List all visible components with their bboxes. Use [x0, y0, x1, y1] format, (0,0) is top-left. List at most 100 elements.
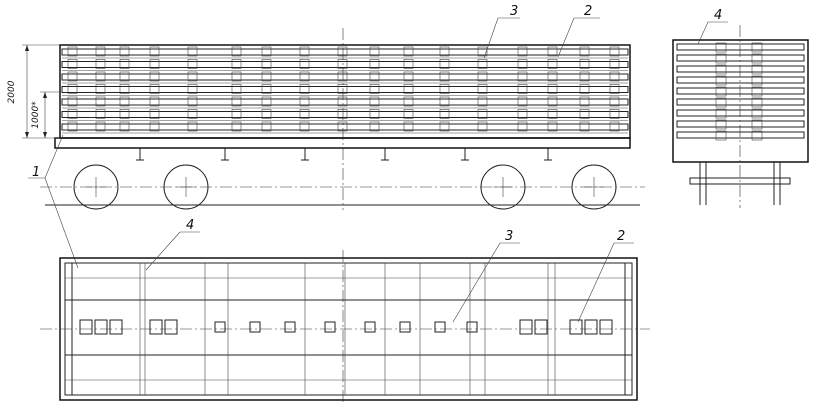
callout-2-plan: 2	[577, 229, 634, 323]
callout-3-side: 3	[483, 4, 520, 59]
spacer-block	[261, 59, 272, 69]
spacer-block	[403, 71, 414, 82]
end-tier	[676, 54, 805, 62]
spacer-block	[67, 96, 78, 107]
spacer-block	[337, 59, 348, 69]
spacer-block	[187, 59, 198, 69]
spacer-block	[609, 46, 620, 57]
cargo-stack	[59, 44, 631, 139]
plan-block-large	[164, 319, 178, 335]
spacer-block	[231, 46, 242, 57]
spacer-block	[609, 84, 620, 94]
dimension-lines	[22, 44, 60, 139]
spacer-block	[261, 46, 272, 57]
spacer-block	[517, 121, 528, 132]
spacer-block	[403, 84, 414, 94]
plan-grid	[65, 263, 632, 395]
end-view-tiers	[676, 42, 805, 141]
spacer-block	[67, 109, 78, 119]
spacer-block	[403, 46, 414, 57]
spacer-block	[95, 59, 106, 69]
plan-block-large	[94, 319, 108, 335]
plan-block-large	[109, 319, 123, 335]
cargo-tier	[61, 73, 629, 81]
plan-block-large	[599, 319, 613, 335]
spacer-block	[547, 71, 558, 82]
spacer-block	[119, 71, 130, 82]
spacer-block	[261, 71, 272, 82]
wheel	[480, 164, 526, 210]
spacer-block	[477, 46, 488, 57]
spacer-block	[579, 59, 590, 69]
deck-supports	[136, 148, 552, 161]
spacer-block	[119, 121, 130, 132]
spacer-block	[369, 71, 380, 82]
spacer-block	[95, 46, 106, 57]
spacer-block	[609, 71, 620, 82]
spacer-blocks	[67, 46, 620, 132]
spacer-block	[187, 84, 198, 94]
callout-4-plan-label: 4	[186, 218, 194, 233]
dimension-tier-height: 1000*	[31, 101, 41, 129]
end-tier	[676, 76, 805, 84]
end-block	[715, 64, 727, 75]
spacer-block	[517, 71, 528, 82]
cargo-tier	[61, 98, 629, 106]
plan-block-large	[519, 319, 533, 335]
spacer-block	[119, 96, 130, 107]
callout-3-plan: 3	[452, 229, 520, 323]
wheel	[571, 164, 617, 210]
spacer-block	[95, 121, 106, 132]
spacer-block	[299, 96, 310, 107]
callout-1-label: 1	[32, 165, 40, 180]
spacer-block	[119, 59, 130, 69]
cargo-tier	[61, 123, 629, 131]
spacer-block	[609, 109, 620, 119]
end-view: 4	[672, 8, 809, 208]
spacer-block	[299, 46, 310, 57]
plan-block-small	[364, 321, 376, 333]
end-tier	[676, 120, 805, 128]
end-block	[751, 75, 763, 86]
spacer-block	[579, 121, 590, 132]
cargo-tiers	[61, 48, 629, 134]
spacer-block	[337, 84, 348, 94]
spacer-block	[369, 84, 380, 94]
callout-2-side-label: 2	[584, 4, 592, 19]
end-block	[715, 108, 727, 119]
plan-block-small	[466, 321, 478, 333]
plan-block-large	[584, 319, 598, 335]
spacer-block	[369, 109, 380, 119]
spacer-block	[547, 84, 558, 94]
spacer-block	[299, 84, 310, 94]
spacer-block	[187, 96, 198, 107]
spacer-block	[579, 46, 590, 57]
spacer-block	[95, 71, 106, 82]
spacer-block	[149, 121, 160, 132]
spacer-block	[439, 109, 450, 119]
wheels	[73, 164, 617, 210]
spacer-block	[261, 96, 272, 107]
spacer-block	[187, 71, 198, 82]
plan-block-large	[534, 319, 548, 335]
end-block	[751, 86, 763, 97]
spacer-block	[231, 71, 242, 82]
cargo-tier	[61, 61, 629, 68]
spacer-block	[609, 121, 620, 132]
spacer-block	[261, 121, 272, 132]
plan-block-small	[434, 321, 446, 333]
spacer-block	[299, 121, 310, 132]
plan-view: 4 3 2	[40, 218, 650, 405]
spacer-block	[439, 59, 450, 69]
spacer-block	[149, 59, 160, 69]
end-block	[751, 119, 763, 130]
spacer-block	[579, 96, 590, 107]
plan-block-small	[324, 321, 336, 333]
end-block	[751, 108, 763, 119]
end-block	[751, 53, 763, 64]
end-tier	[676, 65, 805, 73]
spacer-block	[149, 96, 160, 107]
spacer-block	[547, 109, 558, 119]
end-block	[715, 42, 727, 53]
